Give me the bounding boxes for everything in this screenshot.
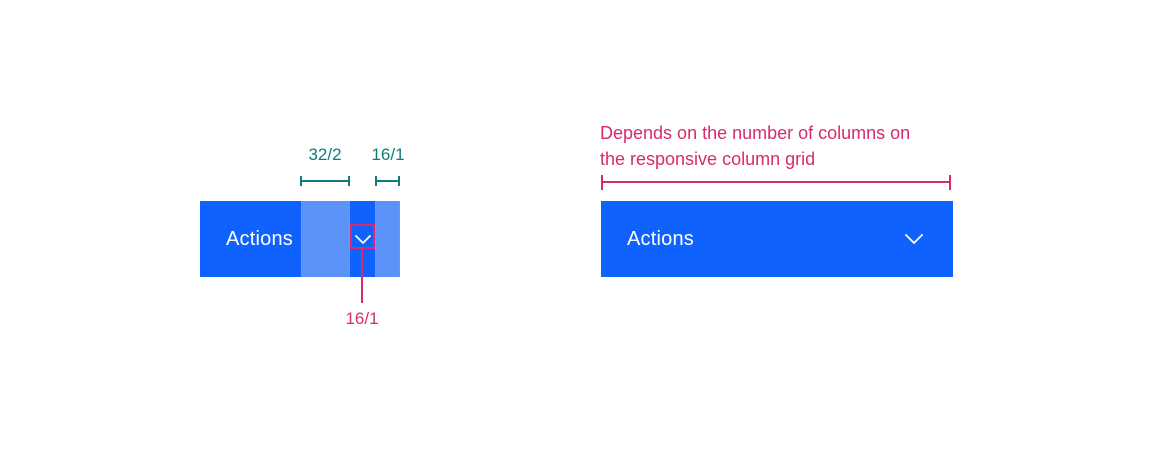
actions-dropdown-button-spec[interactable]: Actions [200, 201, 400, 277]
annotation-line-2: the responsive column grid [600, 149, 816, 169]
button-label: Actions [627, 227, 694, 250]
responsive-grid-annotation: Depends on the number of columns on the … [600, 120, 910, 172]
icon-size-leader-line [361, 249, 363, 303]
chevron-down-icon [905, 234, 923, 244]
button-width-ruler [601, 175, 951, 190]
icon-size-label: 16/1 [345, 309, 379, 328]
annotation-line-1: Depends on the number of columns on [600, 123, 911, 143]
right-margin-spacing-overlay [375, 201, 400, 277]
padding-ruler [300, 176, 350, 186]
icon-size-highlight-box [350, 224, 375, 249]
margin-ruler [375, 176, 400, 186]
button-label: Actions [226, 227, 293, 250]
padding-measure-label: 32/2 [308, 145, 342, 164]
margin-measure-label: 16/1 [371, 145, 405, 164]
chevron-down-icon [350, 201, 375, 277]
label-icon-spacing-overlay [301, 201, 350, 277]
actions-dropdown-button[interactable]: Actions [601, 201, 953, 277]
